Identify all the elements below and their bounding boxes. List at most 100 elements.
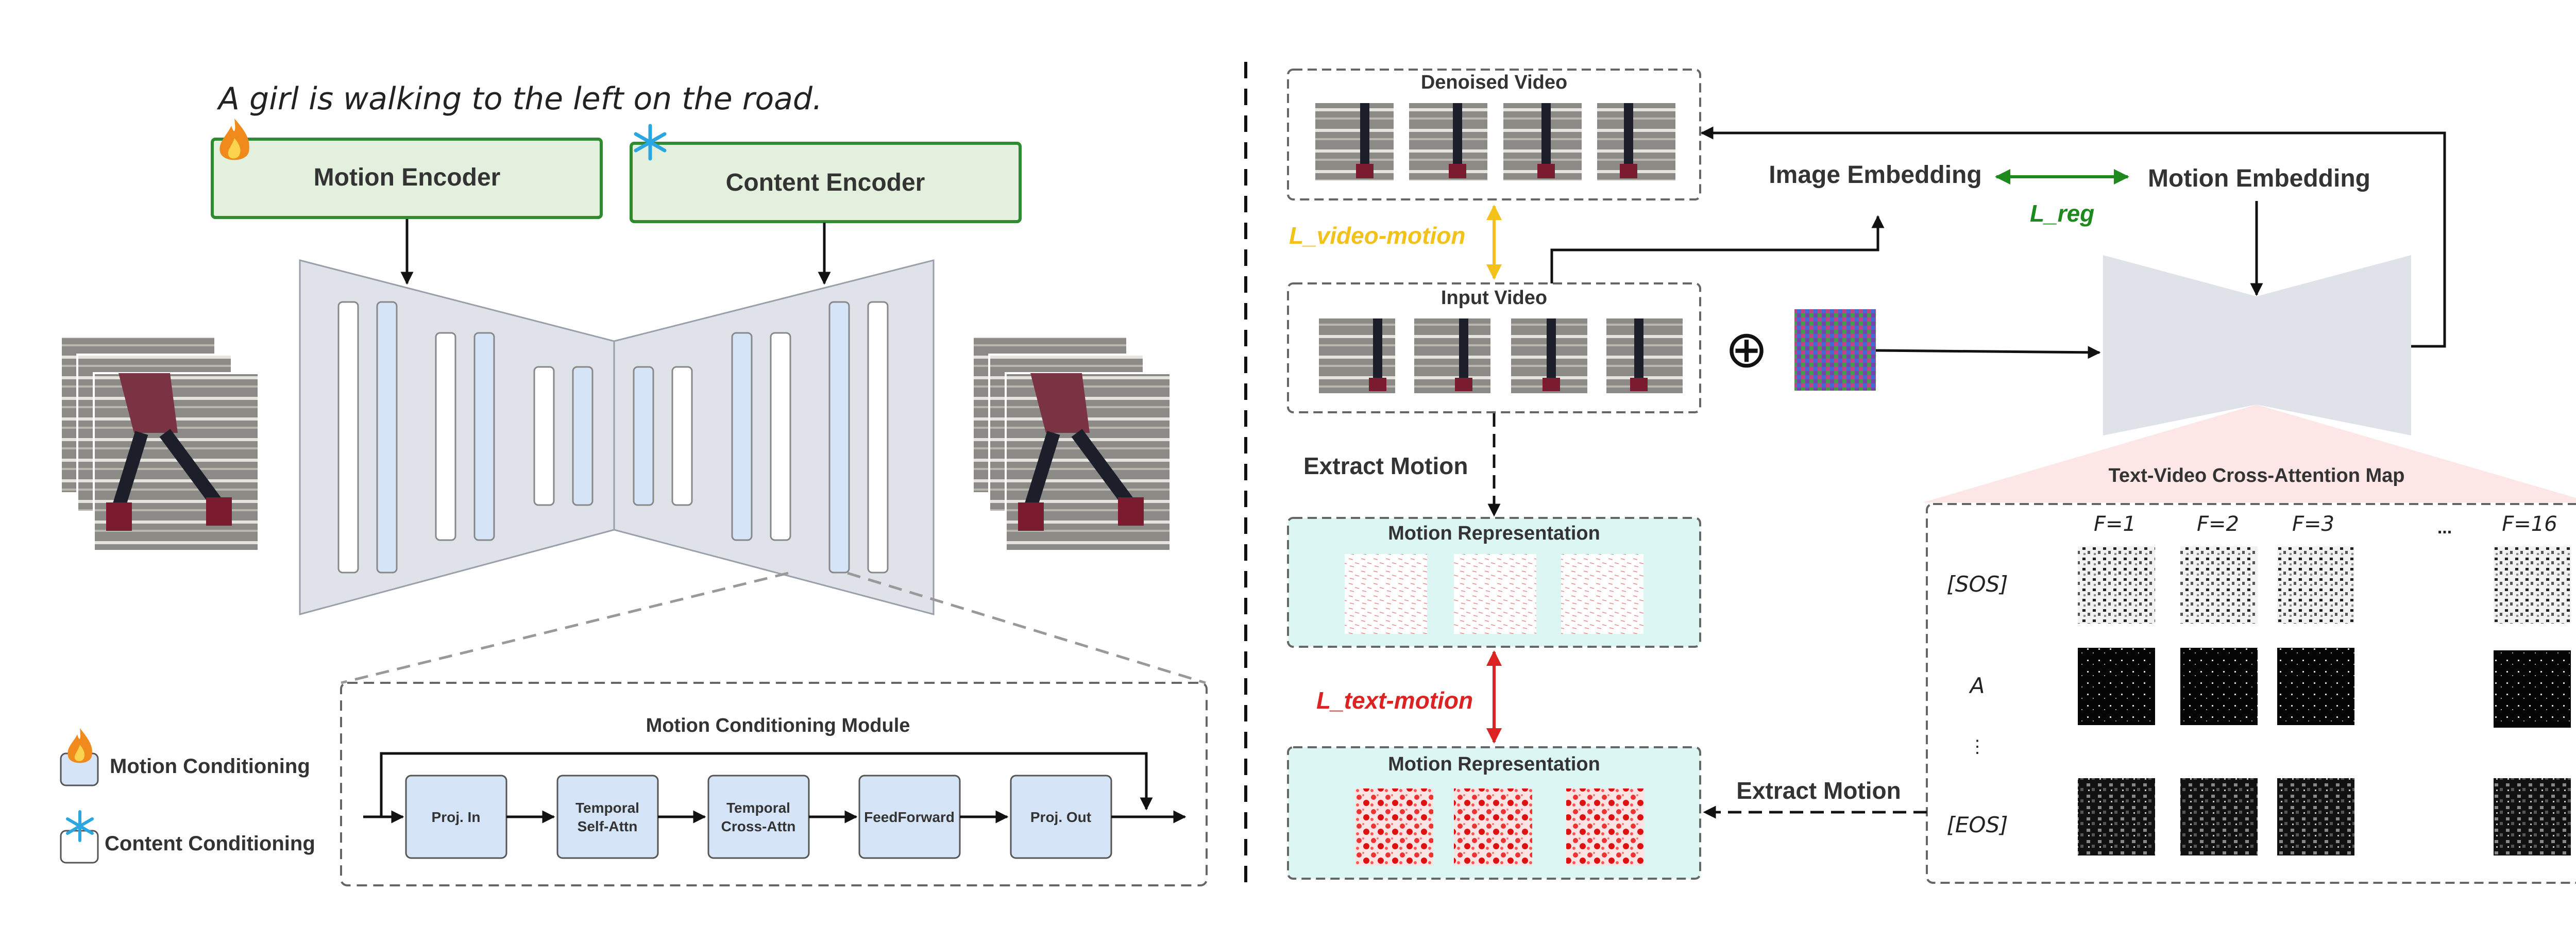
unet-to-denoised-arrow [1700,126,2446,348]
attention-cell [2180,778,2258,855]
motion-rep-2-label: Motion Representation [1388,753,1600,775]
zoom-line-right [847,572,1206,684]
module-block-temporal-self-attn: Temporal Self-Attn [556,775,659,859]
unet-layer [473,332,495,541]
module-block-label: Self-Attn [578,818,638,834]
module-block-label: Cross-Attn [721,818,796,834]
motion-rep-1-label: Motion Representation [1388,523,1600,544]
legend-motion-conditioning: Motion Conditioning [60,728,310,786]
output-frame-stack [972,335,1172,552]
video-frame [1414,318,1490,393]
input-video-label: Input Video [1441,287,1547,309]
video-frame [1315,103,1394,180]
content-encoder-label: Content Encoder [726,169,925,196]
unet-layer [337,301,359,574]
attention-zoom-fan [1923,405,2576,502]
noise-to-unet-arrow [1875,346,2101,359]
unet-layer [572,366,594,506]
module-skip-connection [380,752,1153,817]
input-to-image-embedding-arrow [1550,215,1885,283]
unet-layer [867,301,889,574]
unet-layer [435,332,456,541]
unet-layer [533,366,555,506]
motion-map [1566,788,1645,866]
attention-cell [2494,650,2571,728]
attention-cell [2494,778,2571,855]
token-label: [SOS] [1946,572,2008,597]
snowflake-icon [66,810,94,842]
motion-conditioning-module: Motion Conditioning Module Proj. In Temp… [340,682,1208,886]
unet-layer [633,366,654,506]
fire-icon [67,728,92,763]
attention-map-title: Text-Video Cross-Attention Map [2109,465,2405,486]
frame-label: ... [2437,518,2452,538]
token-label: A [1969,673,1985,698]
frame-label: F=16 [2502,512,2557,536]
input-video: Input Video [1287,282,1701,413]
module-block-label: Proj. In [432,809,481,825]
loss-text-motion: L_text-motion [1316,687,1473,714]
plus-operator: ⊕ [1725,321,1768,378]
video-unet [2103,255,2411,435]
denoised-video: Denoised Video [1287,69,1701,200]
denoised-video-label: Denoised Video [1421,72,1567,93]
video-frame [1409,103,1487,180]
attention-cell [2180,546,2258,624]
image-embedding-label: Image Embedding [1769,161,1981,189]
unet-layer [671,366,693,506]
fire-icon [219,119,249,160]
loss-reg: L_reg [2030,200,2094,227]
module-block-label: FeedForward [864,809,955,825]
legend-content-label: Content Conditioning [105,832,315,855]
attention-cell [2277,778,2354,855]
legend-content-conditioning: Content Conditioning [60,810,315,864]
loss-video-motion: L_video-motion [1289,222,1465,249]
frame-label: F=1 [2094,512,2136,536]
zoom-line-left [341,572,789,684]
unet-backbone [299,259,935,615]
input-frame-stack [60,335,260,552]
token-label: [EOS] [1946,812,2008,837]
motion-map [1355,788,1433,866]
attention-cell [2277,648,2354,725]
extract-motion-label-1: Extract Motion [1303,452,1468,479]
motion-map [1561,554,1643,634]
unet-layer [770,332,791,541]
attention-cell [2494,546,2571,624]
content-encoder: Content Encoder [630,142,1022,223]
motion-encoder: Motion Encoder [211,138,603,219]
frame-label: F=3 [2292,512,2334,536]
unet-layer [828,301,850,574]
attention-cell [2078,546,2155,624]
cross-attention-map: Text-Video Cross-Attention Map F=1 F=2 F… [1926,465,2576,884]
module-block-label: Proj. Out [1030,809,1091,825]
motion-map [1454,788,1532,866]
motion-representation-2: Motion Representation [1287,746,1701,880]
snowflake-icon [634,124,667,161]
legend-motion-label: Motion Conditioning [110,755,310,778]
noise-sample [1794,309,1876,391]
motion-map [1345,554,1427,634]
extract-motion-label-2: Extract Motion [1736,777,1901,804]
motion-embedding-label: Motion Embedding [2148,165,2370,192]
module-block-feedforward: FeedForward [858,775,961,859]
caption: A girl is walking to the left on the roa… [216,81,822,117]
module-block-label: Temporal [726,800,790,816]
motion-representation-1: Motion Representation [1287,517,1701,648]
token-label: ⋮ [1969,737,1986,757]
module-block-label: Temporal [575,800,639,816]
motion-encoder-label: Motion Encoder [314,164,501,191]
module-title: Motion Conditioning Module [646,715,910,736]
motion-map [1454,554,1536,634]
attention-cell [2078,648,2155,725]
module-block-proj-out: Proj. Out [1010,775,1112,859]
unet-layer [731,332,753,541]
attention-cell [2078,778,2155,855]
frame-label: F=2 [2197,512,2239,536]
module-block-proj-in: Proj. In [405,775,507,859]
unet-layer [376,301,398,574]
attention-cell [2277,546,2354,624]
attention-cell [2180,648,2258,725]
module-block-temporal-cross-attn: Temporal Cross-Attn [707,775,810,859]
